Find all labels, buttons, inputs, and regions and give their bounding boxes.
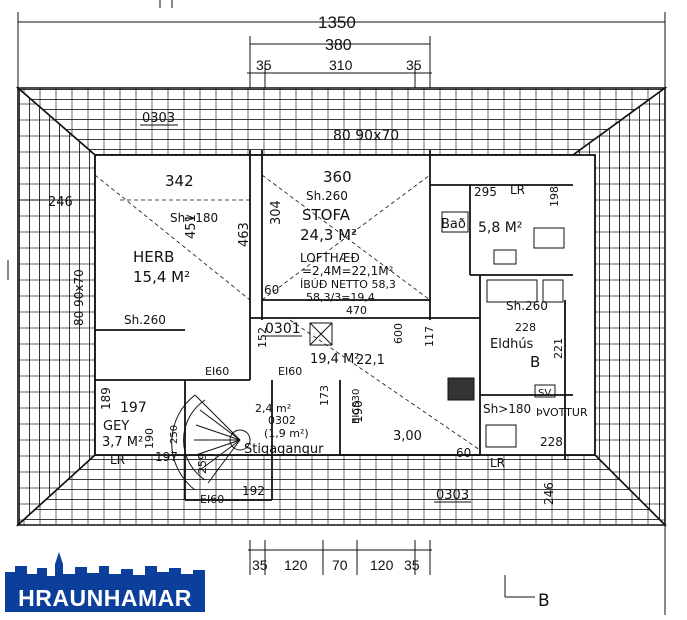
dim-opening: 380: [325, 37, 352, 54]
dim-overall: 1350: [318, 13, 356, 32]
herb-area: 15,4 M²: [133, 268, 190, 286]
left-note: 80 90x70: [72, 269, 86, 326]
gey-w: 197: [120, 400, 147, 416]
herb-width: 342: [165, 172, 194, 190]
thvottur-sh: Sh>180: [483, 402, 531, 416]
dim-bottom-4: 120: [370, 557, 394, 573]
bad-area: 5,8 M²: [478, 220, 522, 236]
eics-label: EICS30: [351, 389, 362, 424]
fixtures: [309, 211, 565, 448]
dim-sub-left: 35: [256, 57, 272, 73]
gey-h2: 190: [143, 428, 156, 449]
stofa-sh: Sh.260: [306, 189, 348, 203]
ei60-c: EI60: [200, 493, 224, 506]
w60: 60: [264, 283, 279, 297]
gey-sub: 250: [169, 425, 180, 444]
hall-h117: 117: [423, 326, 436, 347]
herb-depth: 451: [184, 214, 199, 239]
bottom-dimensions: [7, 260, 666, 615]
stofa-depth2: 463: [237, 222, 252, 247]
dim-246-left: 246: [48, 195, 73, 210]
thvottur-name: ÞVOTTUR: [536, 406, 588, 419]
hall-h600: 600: [392, 323, 405, 344]
thvottur-sv: SV: [538, 388, 551, 399]
bad-name: Bað: [441, 217, 466, 232]
hall-h152: 152: [256, 327, 269, 348]
interior: [95, 155, 573, 455]
code-top-left: 0303: [142, 111, 175, 126]
stiga-area2: (1,9 m²): [264, 427, 309, 440]
dim-bottom-1: 35: [252, 557, 268, 573]
thvottur-lr: LR: [490, 456, 505, 470]
gey-area: 3,7 M²: [102, 435, 143, 450]
ei60-b: EI60: [278, 365, 302, 378]
loft-line1: LOFTHÆÐ: [300, 251, 360, 265]
stofa-area: 24,3 M²: [300, 226, 357, 244]
gey-w2: 197: [155, 450, 178, 464]
eldhus-name: Eldhús: [490, 337, 534, 352]
eldhus-h: 221: [552, 338, 565, 359]
loft-line5: 470: [346, 304, 367, 317]
dim-sub-right: 35: [406, 57, 422, 73]
eldhus-b: B: [530, 353, 540, 371]
hall-area: 19,4 M²: [310, 352, 360, 367]
dim-bottom-2: 120: [284, 557, 308, 573]
eldhus-sh: Sh.260: [506, 299, 548, 313]
bad-w: 295: [474, 185, 497, 199]
gey-name: GEY: [103, 419, 129, 434]
dim-246-right: 246: [542, 482, 556, 505]
stiga-name: Stigagangur: [244, 442, 324, 457]
gey-lr: LR: [110, 453, 125, 467]
eldhus-w: 228: [515, 321, 536, 334]
brand-logo: HRAUNHAMAR: [5, 552, 205, 612]
bad-lr: LR: [510, 183, 525, 197]
dim-bottom-5: 35: [404, 557, 420, 573]
stiga-w: 192: [242, 484, 265, 498]
hall-area2: 22,1: [356, 353, 385, 368]
herb-sh: Sh>180: [170, 211, 218, 225]
dashed-lines: [94, 174, 481, 451]
stiga-code: 0302: [268, 414, 296, 427]
skyline-icon: [5, 552, 205, 588]
stair: [171, 394, 251, 491]
stofa-width: 360: [323, 168, 352, 186]
brand-name: HRAUNHAMAR: [5, 585, 205, 612]
stiga-h2: 259: [196, 453, 209, 474]
stofa-name: STOFA: [302, 206, 351, 224]
eics-w: 3,00: [393, 429, 422, 444]
top-dimensions: [17, 0, 666, 90]
herb-name: HERB: [133, 248, 174, 266]
dim-bottom-3: 70: [332, 557, 348, 573]
section-mark: B: [538, 591, 550, 611]
thvottur-w: 228: [540, 435, 563, 449]
thvottur-60: 60: [456, 446, 471, 460]
dim-sub-mid: 310: [329, 57, 353, 73]
roof-edges: [15, 86, 668, 527]
window-note: 80 90x70: [333, 128, 399, 144]
ei60-a: EI60: [205, 365, 229, 378]
stiga-h: 173: [318, 385, 331, 406]
hall-code: 0301: [265, 321, 301, 337]
loft-line2: =2,4M=22,1M²: [302, 264, 394, 278]
gey-h: 189: [99, 387, 113, 410]
code-bottom-right: 0303: [436, 488, 469, 503]
loft-line4: 58,3/3=19,4: [306, 291, 375, 304]
herb-sh2: Sh.260: [124, 313, 166, 327]
walls: [94, 150, 596, 501]
eics-h: 190: [351, 400, 365, 423]
stofa-depth: 304: [269, 200, 284, 225]
stiga-area1: 2,4 m²: [255, 402, 291, 415]
loft-line3: ÍBÚÐ NETTO 58,3: [300, 278, 396, 291]
bad-h: 198: [548, 186, 561, 207]
